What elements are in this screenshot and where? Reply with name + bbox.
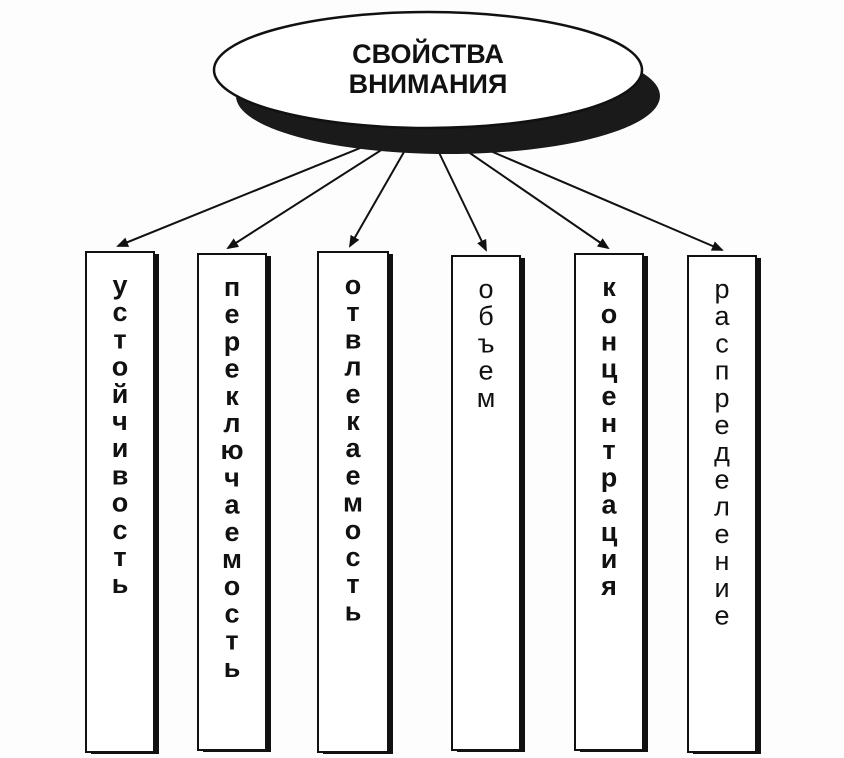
property-box-frame (85, 251, 155, 753)
property-box-frame (197, 253, 267, 751)
property-box-frame (574, 253, 644, 751)
root-ellipse (212, 10, 644, 130)
arrows-group (116, 137, 724, 252)
arrow-to-property-6 (459, 137, 724, 251)
property-box-frame (317, 251, 389, 753)
arrow-to-property-5 (447, 137, 610, 250)
arrow-to-property-4 (431, 137, 487, 252)
property-box-frame (451, 255, 521, 751)
root-title-line2: ВНИМАНИЯ (349, 69, 508, 99)
root-title-line1: СВОЙСТВА (352, 38, 504, 69)
arrow-to-property-2 (226, 137, 401, 250)
arrow-to-property-1 (116, 137, 386, 247)
property-box-frame (687, 255, 757, 753)
arrow-to-property-3 (349, 137, 413, 248)
